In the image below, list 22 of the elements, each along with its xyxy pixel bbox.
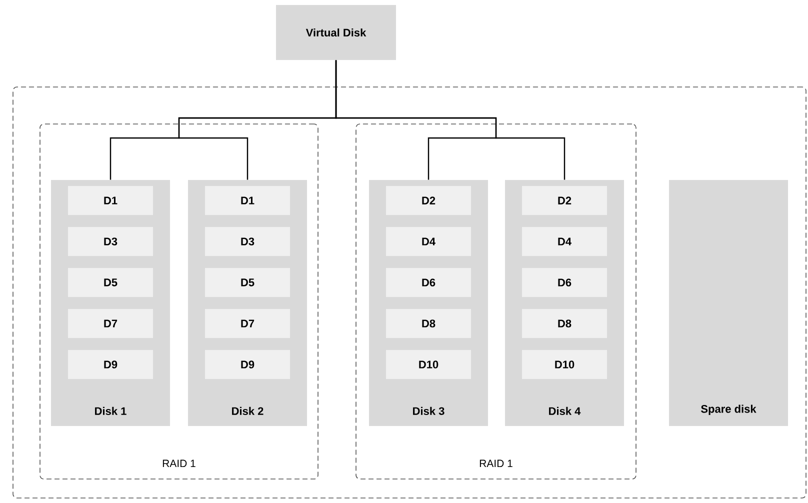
data-block-box: D9: [205, 350, 290, 379]
data-block-box: D7: [68, 309, 153, 338]
data-block-box: D1: [68, 186, 153, 215]
data-block-box: D7: [205, 309, 290, 338]
connector-line: [335, 60, 566, 180]
data-block-box: D3: [68, 227, 153, 256]
data-block-box: D10: [522, 350, 607, 379]
data-block-box: D1: [205, 186, 290, 215]
data-block-box: D10: [386, 350, 471, 379]
data-block-box: D6: [386, 268, 471, 297]
dashed-group-frame: [12, 86, 806, 498]
data-block-box: D6: [522, 268, 607, 297]
data-block-box: D8: [522, 309, 607, 338]
data-block-box: D3: [205, 227, 290, 256]
data-block-box: D2: [386, 186, 471, 215]
data-block-box: D2: [522, 186, 607, 215]
data-block-box: D4: [386, 227, 471, 256]
data-block-box: D8: [386, 309, 471, 338]
data-block-box: D5: [68, 268, 153, 297]
data-block-box: D4: [522, 227, 607, 256]
data-block-box: D9: [68, 350, 153, 379]
data-block-box: D5: [205, 268, 290, 297]
